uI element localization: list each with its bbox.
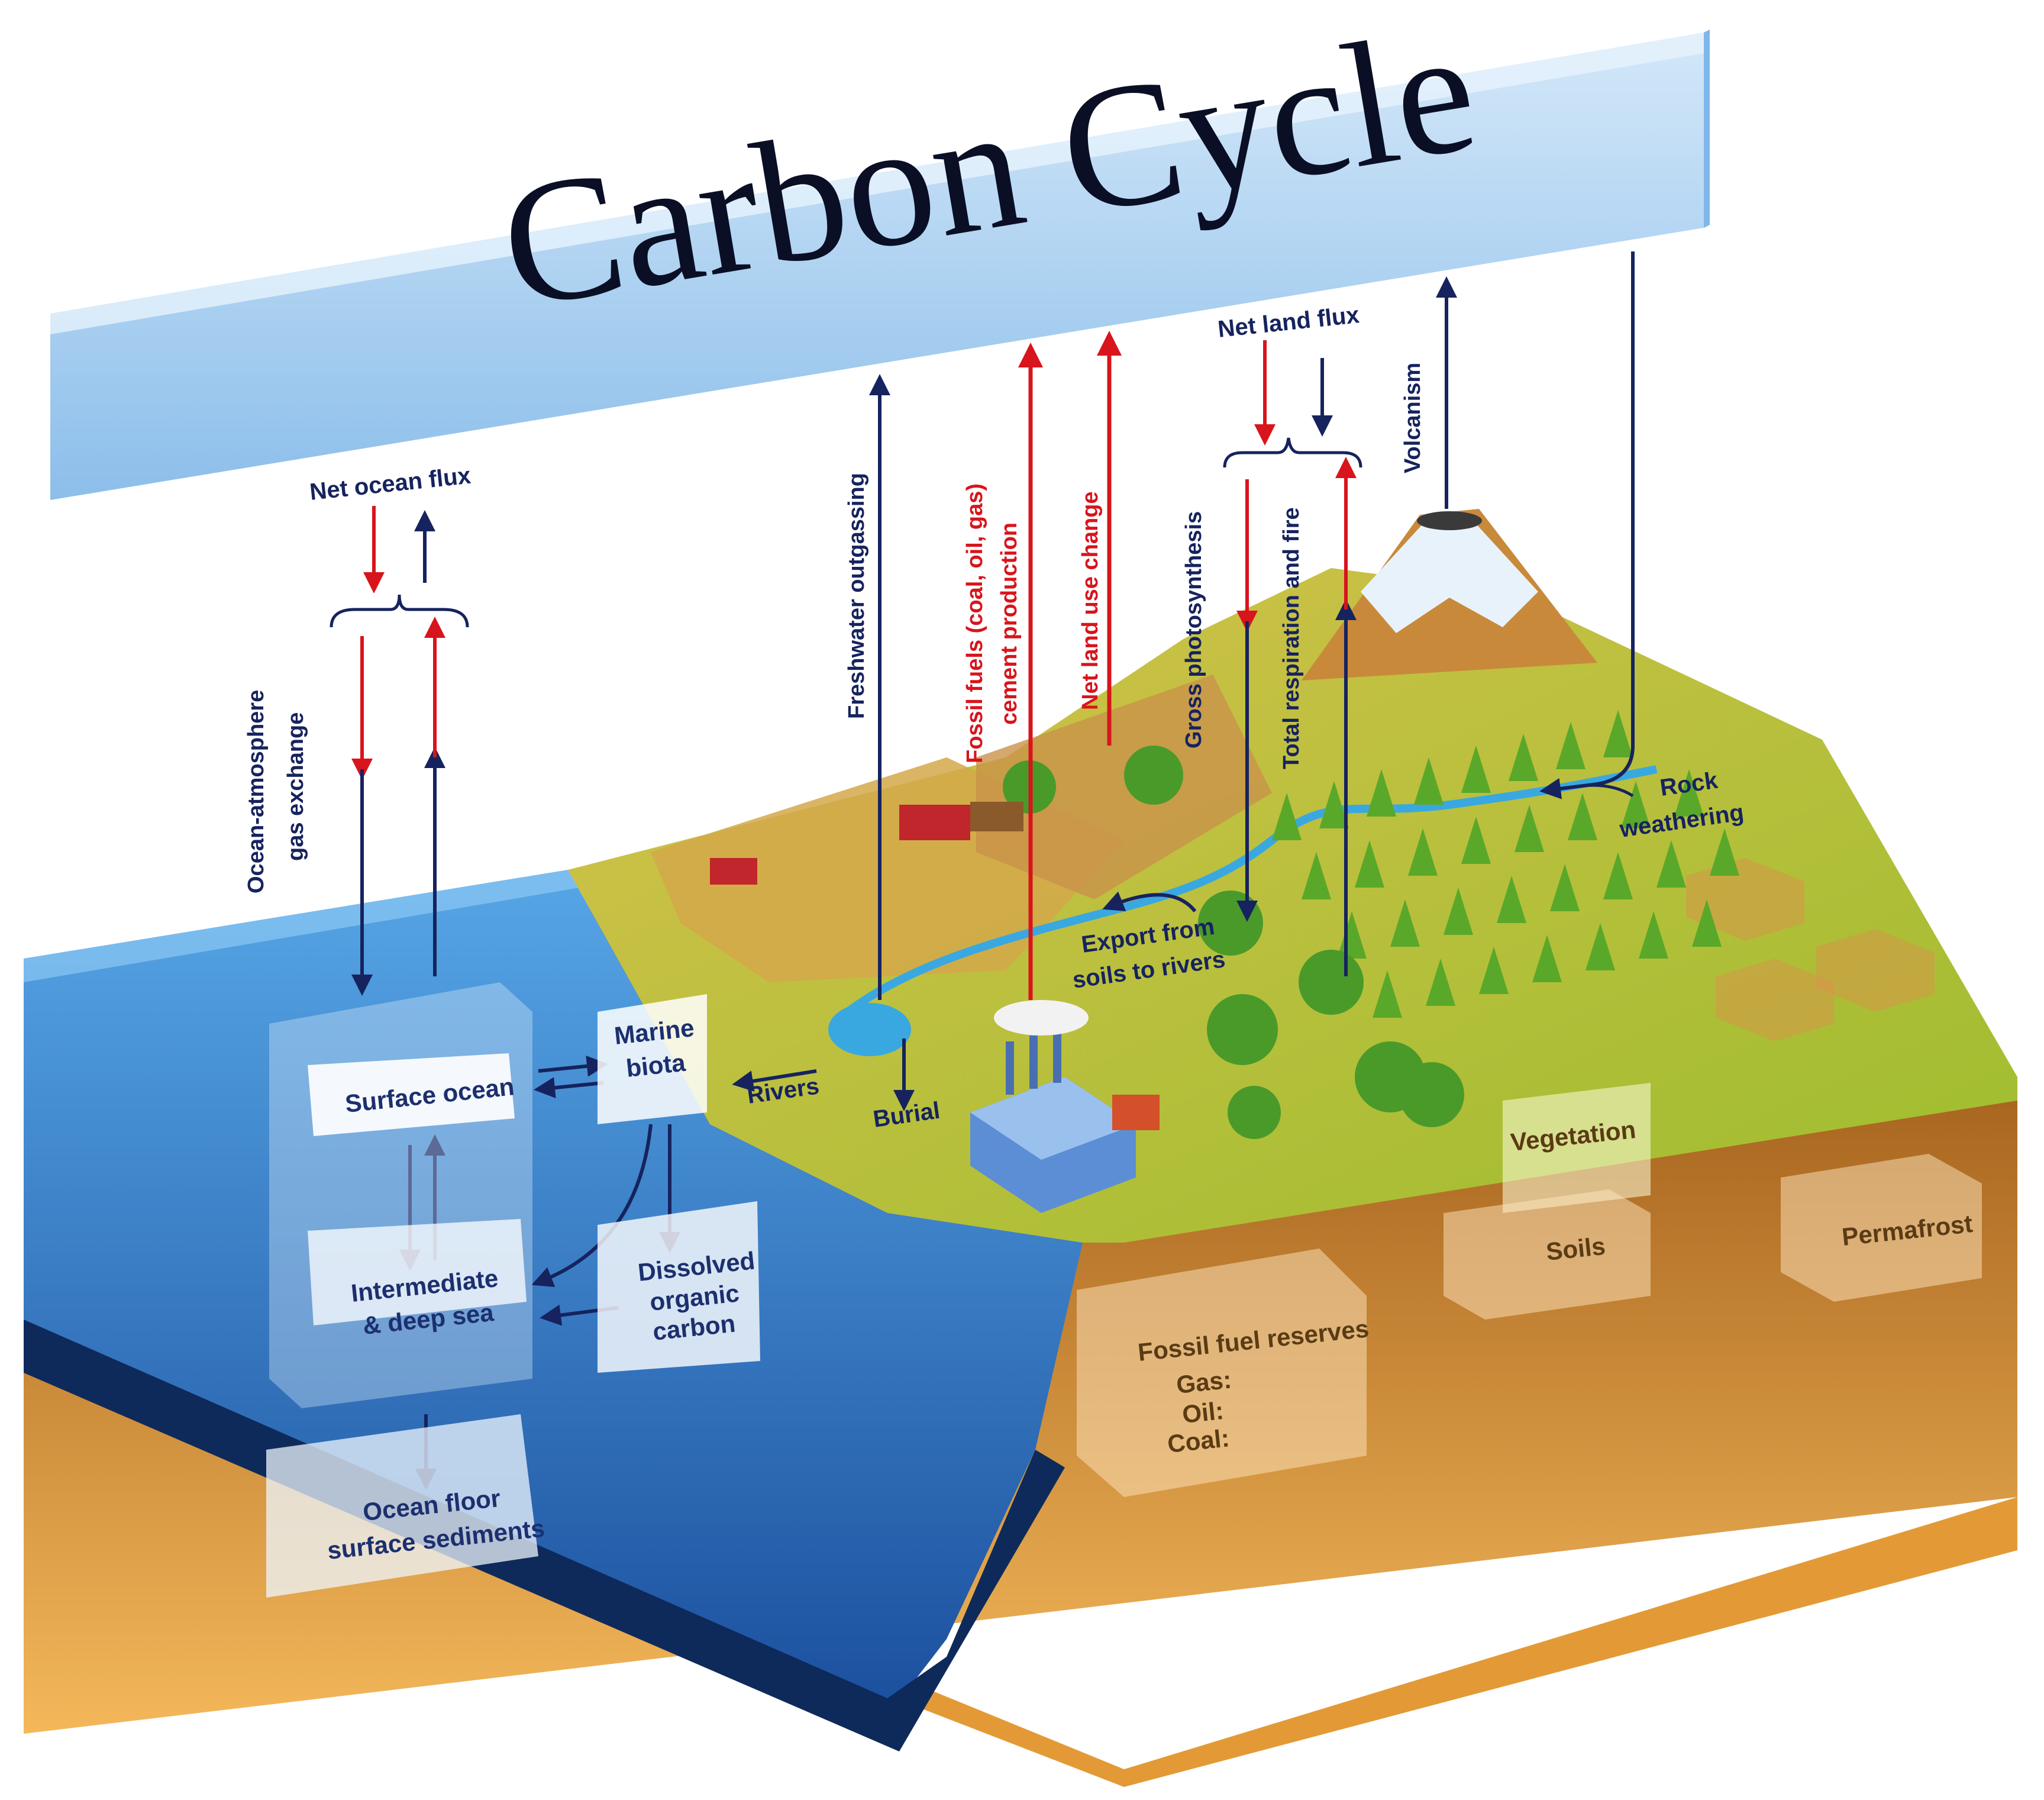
net-land-use-change-label: Net land use change: [1078, 491, 1103, 710]
land-reservoirs: [1077, 1083, 1982, 1497]
soils-label: Soils: [1545, 1232, 1607, 1266]
fossil-fuel-reserves-box: [1077, 1249, 1367, 1497]
vegetation-box: [1503, 1083, 1651, 1213]
marine-biota-box: [598, 994, 707, 1124]
atmosphere-bar: [50, 30, 1710, 500]
net-ocean-flux-label: Net ocean flux: [308, 463, 472, 505]
ocean-gas-exchange-label-2: gas exchange: [283, 712, 308, 861]
coal-label: Coal:: [1166, 1424, 1231, 1458]
ocean-floor-box: [266, 1414, 538, 1598]
oil-label: Oil:: [1181, 1396, 1225, 1428]
fossil-fuels-label-2: cement production: [997, 522, 1022, 725]
surface-ocean-box: [308, 1053, 515, 1136]
forest: [1003, 710, 1739, 1139]
freshwater-outgassing-label: Freshwater outgassing: [844, 473, 869, 719]
permafrost-box: [1781, 1154, 1982, 1302]
ocean-gas-exchange-label-1: Ocean-atmosphere: [244, 690, 269, 893]
total-respiration-label: Total respiration and fire: [1279, 507, 1304, 769]
dissolved-organic-carbon-box: [598, 1201, 760, 1373]
marine-biota-label-2: biota: [625, 1049, 687, 1082]
farm-and-factory: [710, 802, 1160, 1213]
ocean-reservoirs: [266, 982, 760, 1598]
volcano: [1302, 509, 1597, 680]
fossil-fuels-label-1: Fossil fuels (coal, oil, gas): [963, 483, 987, 763]
gross-photosynthesis-label: Gross photosynthesis: [1181, 511, 1206, 749]
net-land-flux-label: Net land flux: [1216, 302, 1360, 343]
gas-label: Gas:: [1175, 1365, 1233, 1399]
volcanism-label: Volcanism: [1400, 363, 1425, 473]
soils-box: [1444, 1189, 1651, 1320]
intermediate-deep-sea-box: [308, 1219, 527, 1325]
ocean-block: [24, 870, 1083, 1751]
